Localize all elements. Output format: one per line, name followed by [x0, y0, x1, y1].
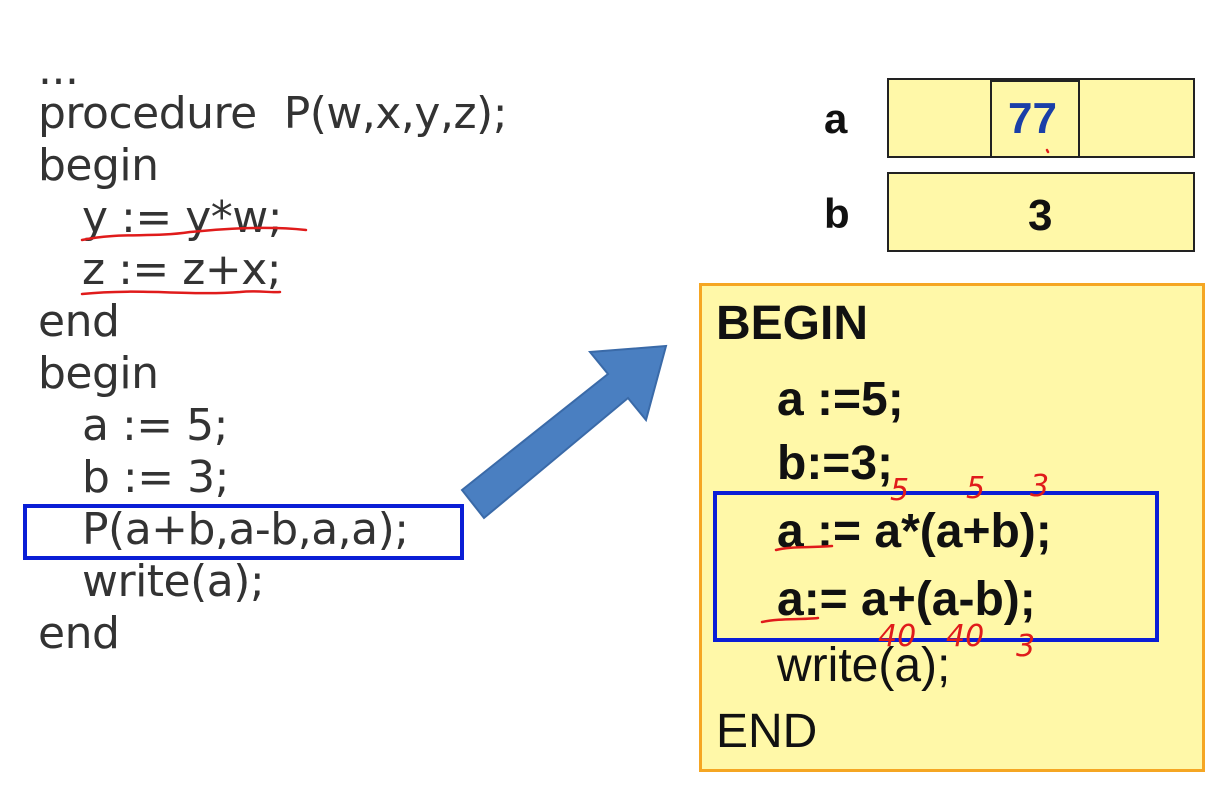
- red-underline-marks: [80, 148, 1050, 624]
- expanded-code-panel: [699, 283, 1205, 772]
- arrow-icon: [460, 344, 668, 520]
- code-line: a := 5;: [82, 400, 228, 451]
- underline-mark: [760, 616, 820, 624]
- handwritten-number: 5: [890, 473, 909, 508]
- panel-code-line: a :=5;: [777, 373, 904, 426]
- code-line: procedure P(w,x,y,z);: [38, 88, 508, 139]
- variable-label-a: a: [824, 95, 848, 142]
- code-line-call: P(a+b,a-b,a,a);: [82, 504, 409, 555]
- handwritten-number: 40: [878, 619, 916, 654]
- call-highlight-box: [23, 504, 464, 560]
- underline-mark: [80, 290, 282, 296]
- handwritten-number: 40: [946, 619, 984, 654]
- code-line: b := 3;: [82, 452, 229, 503]
- dot-mark: [1045, 148, 1050, 154]
- panel-code-line: BEGIN: [716, 297, 869, 350]
- panel-code-line: a := a*(a+b);: [777, 505, 1052, 558]
- expanded-highlight-box: [713, 491, 1159, 642]
- memory-value-b: 3: [1028, 191, 1053, 240]
- underline-mark: [774, 544, 834, 552]
- code-line: begin: [38, 348, 159, 399]
- handwritten-number: 3: [1030, 469, 1049, 504]
- memory-cell-a: [887, 78, 1195, 158]
- underline-mark: [80, 226, 308, 242]
- code-line: z := z+x;: [82, 244, 282, 295]
- handwritten-numbers: 5 5 3 40 40 3: [878, 469, 1049, 664]
- memory-cell-a-slot: [990, 80, 1080, 158]
- handwritten-number: 3: [1016, 629, 1035, 664]
- code-line: write(a);: [82, 556, 265, 607]
- variable-label-b: b: [824, 190, 850, 237]
- code-line: ...: [38, 44, 79, 95]
- code-line: begin: [38, 140, 159, 191]
- code-line: end: [38, 608, 120, 659]
- memory-value-a: 77: [1008, 94, 1057, 143]
- memory-cell-b: [887, 172, 1195, 252]
- panel-code-line: a:= a+(a-b);: [777, 573, 1036, 626]
- code-line: y := y*w;: [82, 192, 283, 243]
- handwritten-number: 5: [966, 471, 985, 506]
- code-line: end: [38, 296, 120, 347]
- panel-code-line: END: [716, 705, 818, 758]
- panel-code-line: write(a);: [777, 639, 951, 692]
- panel-code-line: b:=3;: [777, 437, 894, 490]
